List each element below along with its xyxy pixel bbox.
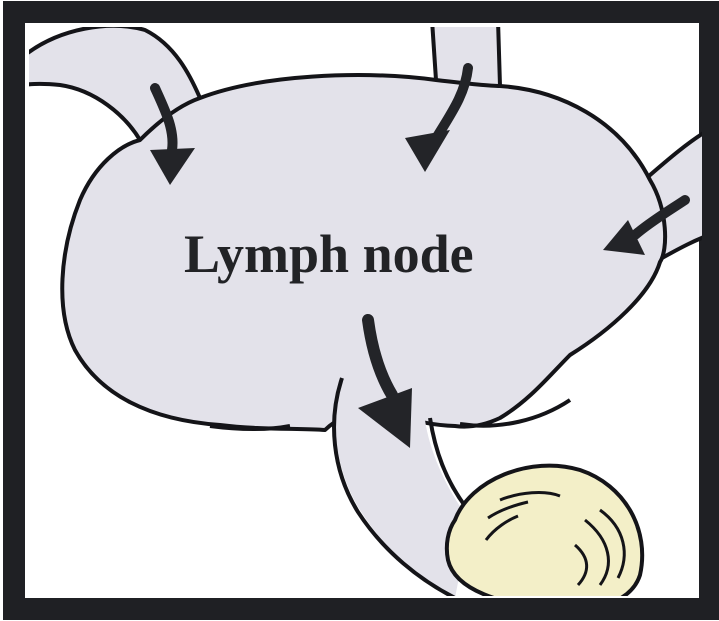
lymph-node-label: Lymph node xyxy=(184,224,474,284)
